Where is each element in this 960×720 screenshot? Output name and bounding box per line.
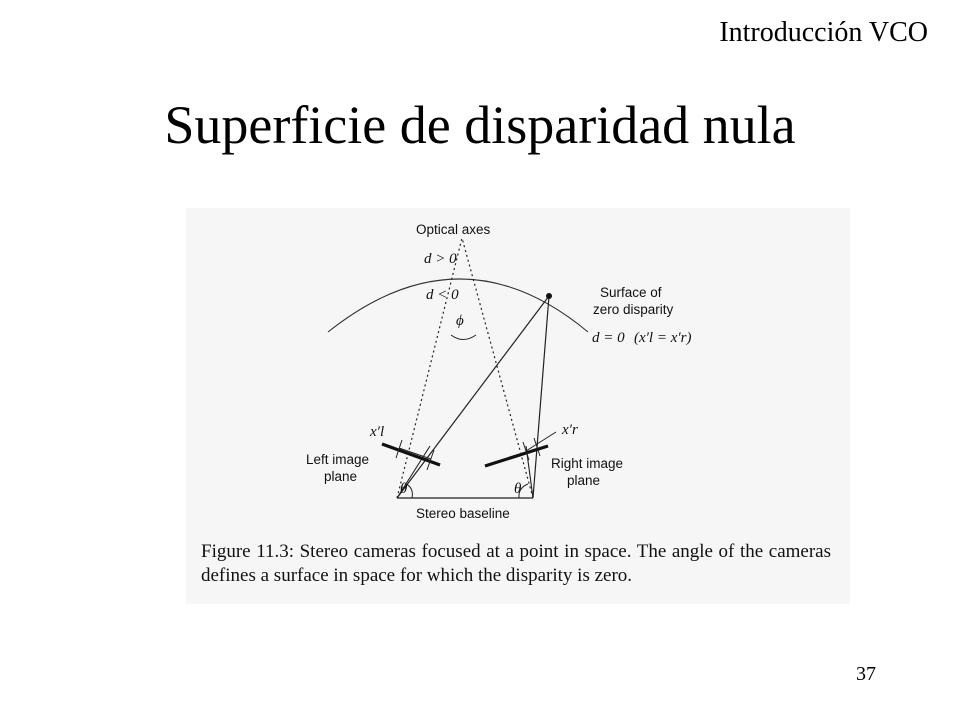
course-label: Introducción VCO — [719, 17, 928, 48]
left-offset-bracket — [398, 447, 432, 460]
x-right-label: x′r — [561, 422, 578, 438]
theta-left-label: θ — [400, 481, 408, 497]
left-offset-tick-a — [395, 439, 403, 459]
surface-label-line1: Surface of — [600, 285, 662, 300]
right-optical-axis — [461, 237, 534, 499]
figure-caption: Figure 11.3: Stereo cameras focused at a… — [201, 541, 831, 586]
right-image-plane — [484, 444, 549, 468]
theta-left-arc — [405, 483, 413, 499]
optical-axes-label: Optical axes — [416, 222, 491, 237]
d-positive-label: d > 0 — [424, 251, 457, 267]
d-zero-label: d = 0 — [592, 330, 625, 346]
zero-disparity-arc — [327, 278, 589, 333]
left-ray — [396, 295, 550, 499]
phi-label: ϕ — [456, 313, 464, 329]
left-offset-tick-b — [426, 449, 435, 471]
stereo-baseline-label: Stereo baseline — [416, 506, 510, 521]
figure-panel: Optical axes d > 0 d < 0 ϕ Surface of ze… — [186, 208, 850, 604]
right-plane-label-line2: plane — [567, 473, 600, 488]
equality-label: (x′l = x′r) — [634, 330, 692, 346]
right-offset-tick-b — [533, 437, 541, 457]
left-plane-label-line2: plane — [324, 469, 357, 484]
page-number: 37 — [856, 663, 876, 685]
right-ray — [532, 295, 550, 499]
slide-title: Superficie de disparidad nula — [164, 95, 796, 155]
right-plane-label-line1: Right image — [551, 456, 623, 471]
surface-label-line2: zero disparity — [593, 302, 674, 317]
d-negative-label: d < 0 — [426, 287, 459, 303]
left-image-plane — [381, 442, 441, 467]
left-triangle-side — [396, 445, 431, 499]
phi-angle-arc — [450, 334, 477, 340]
right-offset-bracket — [525, 431, 557, 452]
theta-right-arc — [518, 483, 529, 499]
focus-point — [546, 293, 552, 299]
left-plane-label-line1: Left image — [306, 452, 369, 467]
theta-right-label: θ — [514, 481, 522, 497]
stereo-diagram: Optical axes d > 0 d < 0 ϕ Surface of ze… — [306, 222, 692, 521]
x-left-label: x′l — [369, 424, 384, 440]
